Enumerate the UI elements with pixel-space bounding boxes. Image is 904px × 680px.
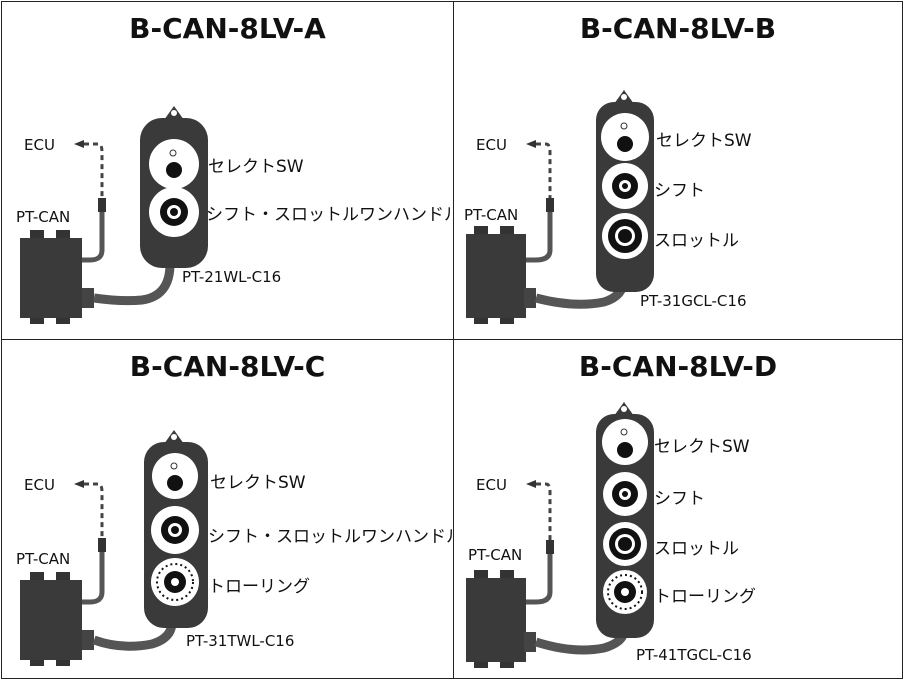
model-label: PT-31GCL-C16 <box>640 292 747 310</box>
pt-can-label: PT-CAN <box>464 206 519 224</box>
connector-icon <box>98 538 106 552</box>
panel-title: B-CAN-8LV-C <box>129 350 326 383</box>
shift-throttle-label: シフト・スロットルワンハンドル <box>206 205 454 225</box>
ecu-arrow-icon <box>74 140 104 198</box>
pt-can-box-icon <box>20 572 82 666</box>
ecu-arrow-icon <box>526 480 552 540</box>
controller-device <box>596 90 654 292</box>
panel-c-illustration <box>20 430 208 666</box>
ecu-label: ECU <box>476 476 507 494</box>
model-label: PT-41TGCL-C16 <box>636 646 752 664</box>
ecu-arrow-icon <box>526 140 552 198</box>
connector-icon <box>546 198 554 212</box>
panel-title: B-CAN-8LV-B <box>579 12 777 45</box>
throttle-label: スロットル <box>654 231 739 251</box>
model-label: PT-21WL-C16 <box>182 268 282 286</box>
panel-title: B-CAN-8LV-D <box>578 350 778 383</box>
select-sw-label: セレクトSW <box>656 131 752 151</box>
panel-b-can-8lv-b: B-CAN-8LV-B <box>453 1 903 340</box>
connector-icon <box>98 198 106 212</box>
trolling-label: トローリング <box>208 577 310 597</box>
ecu-label: ECU <box>24 476 55 494</box>
panel-title: B-CAN-8LV-A <box>129 12 326 45</box>
panel-b-can-8lv-c: B-CAN-8LV-C <box>1 339 454 679</box>
select-sw-label: セレクトSW <box>654 437 750 457</box>
throttle-label: スロットル <box>654 539 739 559</box>
ecu-arrow-icon <box>74 480 104 538</box>
shift-label: シフト <box>654 489 705 509</box>
pt-can-box-icon <box>466 570 526 668</box>
panel-a-illustration <box>20 106 208 324</box>
panel-b-illustration <box>466 90 654 324</box>
shift-throttle-label: シフト・スロットルワンハンドル <box>208 527 454 547</box>
ecu-label: ECU <box>24 136 55 154</box>
trolling-label: トローリング <box>654 587 756 607</box>
controller-device <box>140 106 208 268</box>
panel-b-can-8lv-d: B-CAN-8LV-D <box>453 339 903 679</box>
select-sw-label: セレクトSW <box>208 157 304 177</box>
panel-d-illustration <box>466 402 654 668</box>
pt-can-box-icon <box>20 230 82 324</box>
pt-can-label: PT-CAN <box>468 546 523 564</box>
panel-b-can-8lv-a: B-CAN-8LV-A <box>1 1 454 340</box>
ecu-label: ECU <box>476 136 507 154</box>
shift-label: シフト <box>654 181 705 201</box>
model-label: PT-31TWL-C16 <box>186 632 295 650</box>
pt-can-label: PT-CAN <box>16 550 71 568</box>
connector-icon <box>546 540 554 554</box>
controller-device <box>596 402 654 638</box>
pt-can-box-icon <box>466 226 526 324</box>
controller-device <box>144 430 208 628</box>
select-sw-label: セレクトSW <box>210 473 306 493</box>
pt-can-label: PT-CAN <box>16 208 71 226</box>
